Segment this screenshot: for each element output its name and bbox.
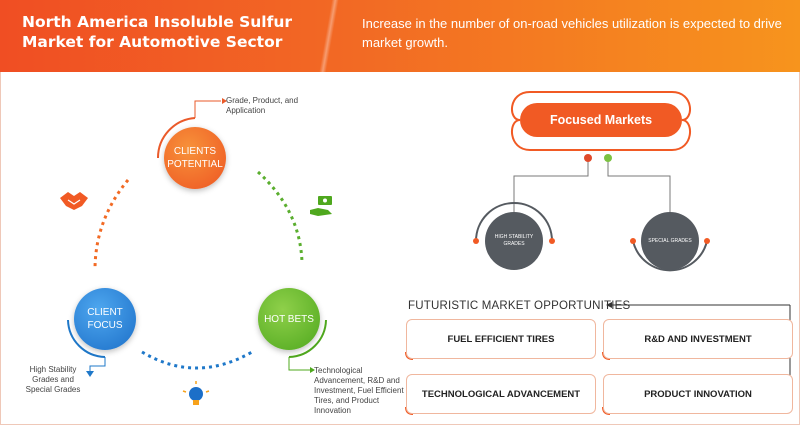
header-title-area: North America Insoluble Sulfur Market fo… — [0, 0, 320, 72]
high-grade-ring — [475, 202, 553, 242]
opportunity-box: PRODUCT INNOVATION — [603, 374, 793, 414]
opportunity-box: FUEL EFFICIENT TIRES — [406, 319, 596, 359]
special-grade-dot-right — [704, 238, 710, 244]
arc-orange — [93, 179, 130, 271]
clients-potential-circle: CLIENTS POTENTIAL — [164, 127, 226, 189]
pill-ring-top — [511, 91, 691, 121]
pill-ring-bottom — [511, 119, 691, 151]
client-focus-circle: CLIENT FOCUS — [74, 288, 136, 350]
focus-note: High Stability Grades and Special Grades — [25, 365, 81, 394]
header-divider — [318, 0, 340, 72]
red-dot — [584, 154, 592, 162]
special-grade-dot-left — [630, 238, 636, 244]
opp-title-arrow — [606, 302, 612, 308]
tree-line-right — [607, 158, 671, 212]
clients-connector — [194, 100, 221, 118]
opportunity-box: TECHNOLOGICAL ADVANCEMENT — [406, 374, 596, 414]
high-grade-dot-left — [473, 238, 479, 244]
handshake-icon — [60, 192, 88, 210]
clients-note: Grade, Product, and Application — [226, 96, 299, 115]
hot-bets-circle: HOT BETS — [258, 288, 320, 350]
tree-line-left — [513, 158, 589, 212]
bets-note: Technological Advancement, R&D and Inves… — [314, 366, 404, 415]
green-dot — [604, 154, 612, 162]
focus-ring — [67, 319, 106, 358]
focus-arrow — [86, 371, 94, 377]
clients-ring — [156, 117, 196, 159]
opportunity-box: R&D AND INVESTMENT — [603, 319, 793, 359]
high-grade-dot-right — [549, 238, 555, 244]
special-grade-ring — [632, 240, 708, 272]
money-hand-icon — [310, 196, 332, 216]
focused-markets-pill: Focused Markets — [520, 103, 682, 137]
focus-connector — [89, 357, 106, 372]
arc-green — [256, 170, 304, 263]
lightbulb-icon — [182, 381, 210, 405]
high-stability-grades-circle: HIGH STABILITY GRADES — [485, 212, 543, 270]
special-grades-circle: SPECIAL GRADES — [641, 212, 699, 270]
page-subtitle: Increase in the number of on-road vehicl… — [362, 16, 782, 50]
bets-ring — [288, 319, 327, 358]
bets-arrow — [310, 367, 315, 373]
bets-connector — [288, 357, 310, 371]
opportunities-title: FUTURISTIC MARKET OPPORTUNITIES — [408, 300, 631, 312]
arc-blue — [141, 350, 253, 370]
header-banner: North America Insoluble Sulfur Market fo… — [0, 0, 800, 72]
clients-arrow — [222, 98, 227, 104]
page-title: North America Insoluble Sulfur Market fo… — [22, 13, 293, 51]
